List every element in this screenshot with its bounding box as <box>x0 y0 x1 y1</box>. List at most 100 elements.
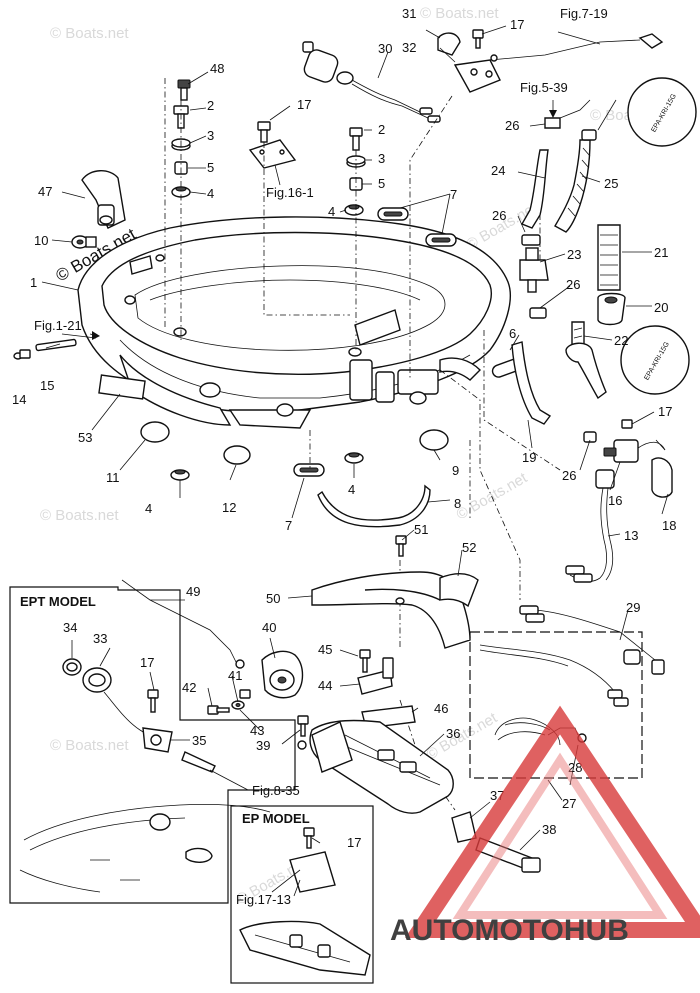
callout-8: 8 <box>454 496 461 511</box>
callout-53: 53 <box>78 430 92 445</box>
callout-43: 43 <box>250 723 264 738</box>
ept-model-title: EPT MODEL <box>20 594 96 609</box>
callout-7: 7 <box>450 187 457 202</box>
callout-1: 1 <box>30 275 37 290</box>
callout-10: 10 <box>34 233 48 248</box>
strap-8 <box>317 484 431 528</box>
bracket-box-group <box>297 649 454 814</box>
callout-42: 42 <box>182 680 196 695</box>
callout-18: 18 <box>662 518 676 533</box>
callout-40: 40 <box>262 620 276 635</box>
watermark: © Boats.net <box>50 737 129 754</box>
harness-group <box>469 605 665 779</box>
callout-17: 17 <box>347 835 361 850</box>
epa-tag-bottom: EPA-KRI-15G <box>620 325 690 395</box>
callout-21: 21 <box>654 245 668 260</box>
callout-48: 48 <box>210 61 224 76</box>
callout-leaders <box>41 25 669 897</box>
right-electric-group <box>565 419 673 583</box>
watermark: © Boats.net <box>454 469 531 523</box>
callout-26: 26 <box>505 118 519 133</box>
callout-2: 2 <box>378 122 385 137</box>
fig-ref-8-35: Fig.8-35 <box>252 783 300 798</box>
callout-35: 35 <box>192 733 206 748</box>
bolt-bracket-group <box>248 121 350 316</box>
label-53 <box>98 374 146 400</box>
callout-49: 49 <box>186 584 200 599</box>
callout-22: 22 <box>614 333 628 348</box>
callout-52: 52 <box>462 540 476 555</box>
logo-text: AUTOMOTOHUB <box>390 914 629 947</box>
callout-5: 5 <box>378 176 385 191</box>
callout-16: 16 <box>608 493 622 508</box>
rod-14-15 <box>13 338 77 360</box>
callout-32: 32 <box>402 40 416 55</box>
callout-41: 41 <box>228 668 242 683</box>
callout-45: 45 <box>318 642 332 657</box>
callout-4: 4 <box>207 186 214 201</box>
callout-31: 31 <box>402 6 416 21</box>
callout-23: 23 <box>567 247 581 262</box>
ep-model-title: EP MODEL <box>242 811 310 826</box>
callout-33: 33 <box>93 631 107 646</box>
callout-17: 17 <box>140 655 154 670</box>
callout-labels: 1 2 2 3 3 4 4 4 4 5 5 6 7 7 8 9 10 11 12… <box>12 6 676 850</box>
plugs <box>140 421 449 465</box>
watermark: © Boats.net <box>40 507 119 524</box>
callout-14: 14 <box>12 392 26 407</box>
watermark: © Boats.net <box>50 25 129 42</box>
callout-29: 29 <box>626 600 640 615</box>
callout-4: 4 <box>145 501 152 516</box>
callout-4: 4 <box>348 482 355 497</box>
callout-26: 26 <box>566 277 580 292</box>
callout-12: 12 <box>222 500 236 515</box>
callout-39: 39 <box>256 738 270 753</box>
callout-5: 5 <box>207 160 214 175</box>
callout-38: 38 <box>542 822 556 837</box>
fig-ref-7-19: Fig.7-19 <box>560 6 608 21</box>
grommets-7-top <box>377 207 457 247</box>
fig-ref-16-1: Fig.16-1 <box>266 185 314 200</box>
callout-17: 17 <box>297 97 311 112</box>
callout-3: 3 <box>378 151 385 166</box>
ept-model-box: EPT MODEL <box>9 586 296 904</box>
figure-references: Fig.7-19 Fig.5-39 Fig.16-1 Fig.1-21 Fig.… <box>34 6 608 907</box>
callout-26: 26 <box>492 208 506 223</box>
epa-tag-top: EPA-KRI-15G <box>627 77 697 147</box>
callout-13: 13 <box>624 528 638 543</box>
callout-25: 25 <box>604 176 618 191</box>
callout-36: 36 <box>446 726 460 741</box>
left-hardware-stack <box>164 78 191 340</box>
callout-24: 24 <box>491 163 505 178</box>
callout-15: 15 <box>40 378 54 393</box>
callout-46: 46 <box>434 701 448 716</box>
automotohub-logo: AUTOMOTOHUB <box>390 705 700 947</box>
callout-4: 4 <box>328 204 335 219</box>
grommet-10 <box>71 235 97 249</box>
callout-34: 34 <box>63 620 77 635</box>
fig-ref-1-21: Fig.1-21 <box>34 318 82 333</box>
callout-47: 47 <box>38 184 52 199</box>
callout-26: 26 <box>562 468 576 483</box>
center-hardware-stack <box>344 127 366 350</box>
watermark: © Boats.net <box>420 5 499 22</box>
throttle-group <box>121 579 304 715</box>
callout-19: 19 <box>522 450 536 465</box>
callout-2: 2 <box>207 98 214 113</box>
callout-17: 17 <box>510 17 524 32</box>
fuel-line-group <box>511 117 626 443</box>
callout-30: 30 <box>378 41 392 56</box>
callout-9: 9 <box>452 463 459 478</box>
grommets-4-lower <box>170 452 364 481</box>
fig-ref-5-39: Fig.5-39 <box>520 80 568 95</box>
fig-ref-17-13: Fig.17-13 <box>236 892 291 907</box>
tray-50 <box>311 535 479 649</box>
callout-28: 28 <box>568 760 582 775</box>
callout-27: 27 <box>562 796 576 811</box>
top-electric-group <box>302 29 664 123</box>
connectors-37-38 <box>451 811 541 873</box>
callout-50: 50 <box>266 591 280 606</box>
callout-51: 51 <box>414 522 428 537</box>
